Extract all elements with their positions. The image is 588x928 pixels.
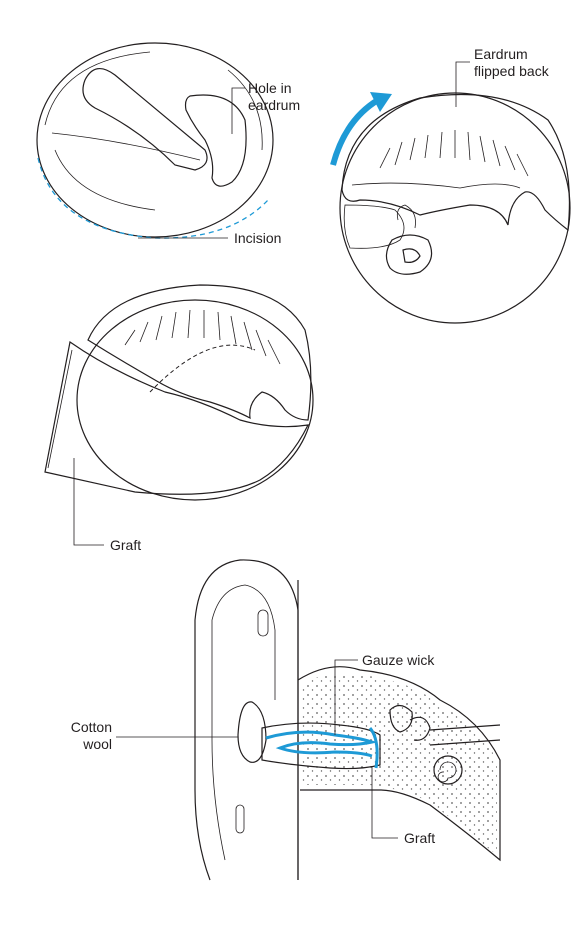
panel-graft-placed [44, 284, 314, 546]
eardrum-disc [36, 42, 274, 238]
hole-label: Hole in eardrum [248, 80, 301, 113]
graft-edge [47, 349, 73, 469]
replaced-eardrum [87, 284, 312, 421]
hole-leader-line [231, 87, 245, 134]
rim-line [227, 69, 263, 151]
incision-line [37, 157, 269, 239]
bone-texture [300, 672, 497, 855]
flipped-eardrum-flap [341, 93, 571, 232]
incision-label: Incision [234, 230, 282, 246]
pinna-outline [194, 559, 299, 881]
gauze-leader-line [334, 659, 358, 735]
ossicle-incus [409, 716, 431, 741]
rim-line [44, 51, 151, 126]
earlobe-mark [235, 804, 245, 834]
flipped-label: Eardrum flipped back [474, 46, 549, 79]
ear-canal-view [339, 92, 571, 324]
flip-arrow [330, 92, 392, 166]
panel-ear-cross-section [116, 559, 501, 881]
eardrum-with-graft [76, 299, 314, 501]
panel-eardrum-with-hole [36, 42, 274, 239]
helix-mark [257, 609, 269, 637]
graft-radial-lines [124, 309, 281, 365]
panel-eardrum-flipped [339, 61, 571, 324]
arrow-shaft [330, 97, 380, 166]
graft-label-bottom: Graft [404, 830, 436, 846]
gauze-wick-label: Gauze wick [362, 652, 435, 668]
flap-edge [351, 182, 521, 189]
cochlea-spiral [437, 761, 457, 783]
temporal-bone-outline [297, 580, 501, 880]
cotton-wool-label: Cotton wool [70, 719, 112, 752]
internal-auditory-canal [429, 724, 501, 746]
flap-radial-lines [379, 130, 529, 177]
malleus-handle [82, 68, 208, 171]
cochlea [433, 755, 463, 785]
cavity-wall [343, 204, 405, 249]
graft-in-canal [368, 727, 379, 769]
flipped-leader-line [455, 61, 470, 107]
graft-top-leader-line [73, 458, 104, 546]
incus-tip [396, 204, 416, 229]
ossicle-malleus [389, 704, 413, 733]
arrow-head-icon [370, 92, 392, 112]
eardrum-hole [184, 94, 247, 187]
graft-sheet [44, 340, 310, 495]
rim-line [54, 149, 156, 211]
ear-canal [261, 722, 381, 770]
graft-bottom-leader-line [371, 766, 398, 839]
cotton-wool [237, 701, 267, 763]
hidden-edge-dashed [149, 344, 256, 393]
pinna-inner-fold [211, 584, 276, 861]
malleus-fold-line [51, 132, 201, 161]
graft-label-top: Graft [110, 537, 142, 553]
stapes-bone [385, 234, 433, 275]
